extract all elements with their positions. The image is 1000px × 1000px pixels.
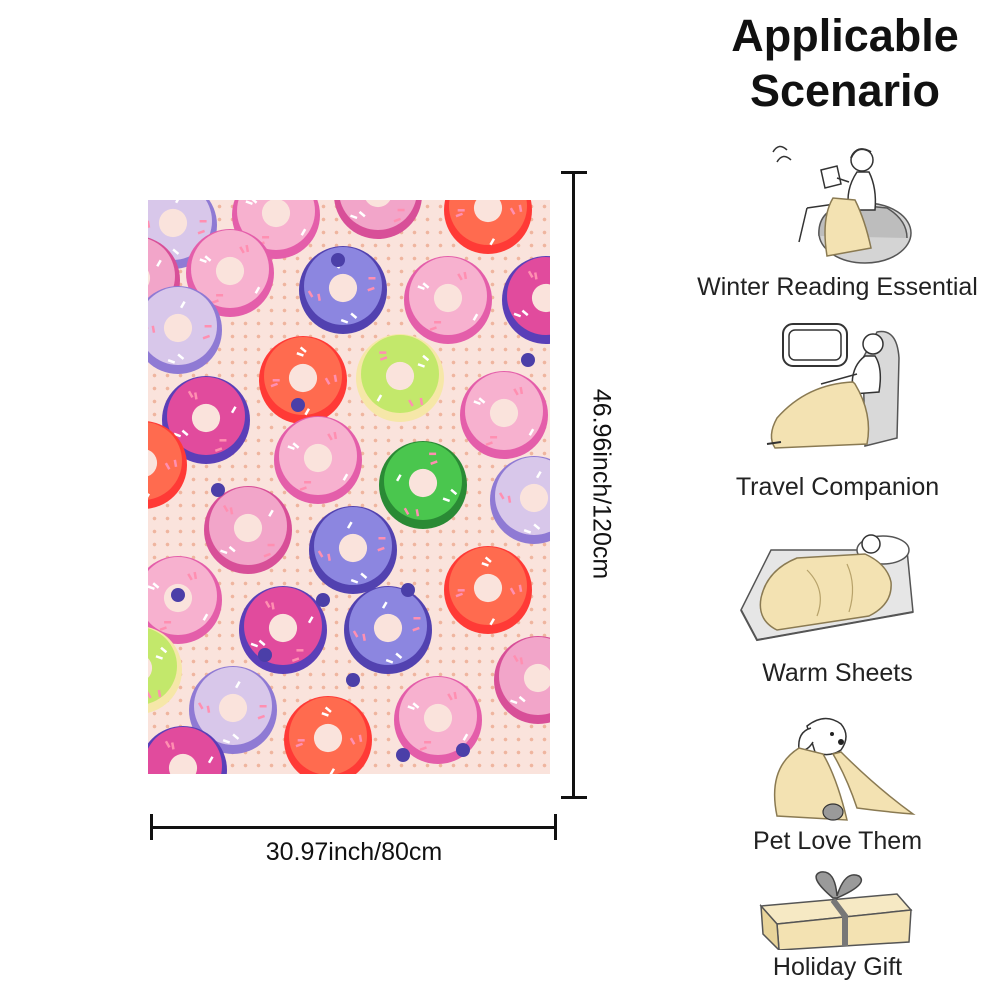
donut-decoration: [309, 506, 397, 594]
donut-decoration: [148, 286, 222, 374]
donut-decoration: [394, 676, 482, 764]
dog-blanket-icon: [773, 717, 916, 821]
donut-decoration: [444, 200, 532, 254]
donut-decoration: [460, 371, 548, 459]
blue-dot-decoration: [396, 748, 410, 762]
scenario-label-travel: Travel Companion: [735, 473, 940, 501]
blue-dot-decoration: [346, 673, 360, 687]
blue-dot-decoration: [316, 593, 330, 607]
scenario-label-pet: Pet Love Them: [752, 827, 923, 855]
height-dimension-line: [572, 172, 575, 798]
donut-decoration: [259, 336, 347, 424]
gift-box-icon: [759, 871, 913, 950]
donut-decoration: [284, 696, 372, 774]
blue-dot-decoration: [171, 588, 185, 602]
blue-dot-decoration: [258, 648, 272, 662]
donut-decoration: [494, 636, 550, 724]
donut-decoration: [356, 334, 444, 422]
bed-sleeping-icon: [740, 534, 914, 642]
donut-decoration: [299, 246, 387, 334]
donut-decoration: [490, 456, 550, 544]
width-dimension-cap-left: [150, 814, 153, 840]
blue-dot-decoration: [401, 583, 415, 597]
blue-dot-decoration: [211, 483, 225, 497]
donut-decoration: [148, 627, 182, 713]
donut-decoration: [189, 666, 277, 754]
donut-decoration: [148, 726, 227, 774]
donut-decoration: [334, 200, 422, 239]
blanket-product-image: [148, 200, 550, 774]
donut-decoration: [186, 229, 274, 317]
travel-seat-icon: [766, 323, 900, 449]
width-label: 30.97inch/80cm: [265, 838, 443, 866]
height-label: 46.96inch/120cm: [587, 388, 616, 580]
donut-decoration: [404, 256, 492, 344]
donut-decoration: [148, 421, 187, 509]
donut-decoration: [148, 556, 222, 644]
width-dimension-line: [152, 826, 556, 829]
blue-dot-decoration: [521, 353, 535, 367]
panel-title-line2: Scenario: [749, 65, 941, 116]
donut-decoration: [444, 546, 532, 634]
reading-person-icon: [772, 145, 912, 264]
panel-title: Applicable Scenario: [690, 8, 1000, 118]
donut-decoration: [162, 376, 250, 464]
donut-decoration: [239, 586, 327, 674]
panel-title-line1: Applicable: [731, 10, 959, 61]
scenario-label-gift: Holiday Gift: [772, 953, 903, 981]
donut-decoration: [344, 586, 432, 674]
blue-dot-decoration: [331, 253, 345, 267]
scenario-label-reading: Winter Reading Essential: [697, 273, 978, 301]
blue-dot-decoration: [456, 743, 470, 757]
donut-decoration: [204, 486, 292, 574]
scenario-label-bed: Warm Sheets: [762, 659, 913, 687]
width-dimension-cap-right: [554, 814, 557, 840]
height-dimension-cap-top: [561, 171, 587, 174]
donut-decoration: [379, 441, 467, 529]
donut-pattern: [148, 200, 550, 774]
donut-decoration: [274, 416, 362, 504]
height-dimension-cap-bottom: [561, 796, 587, 799]
donut-decoration: [502, 256, 550, 344]
blue-dot-decoration: [291, 398, 305, 412]
